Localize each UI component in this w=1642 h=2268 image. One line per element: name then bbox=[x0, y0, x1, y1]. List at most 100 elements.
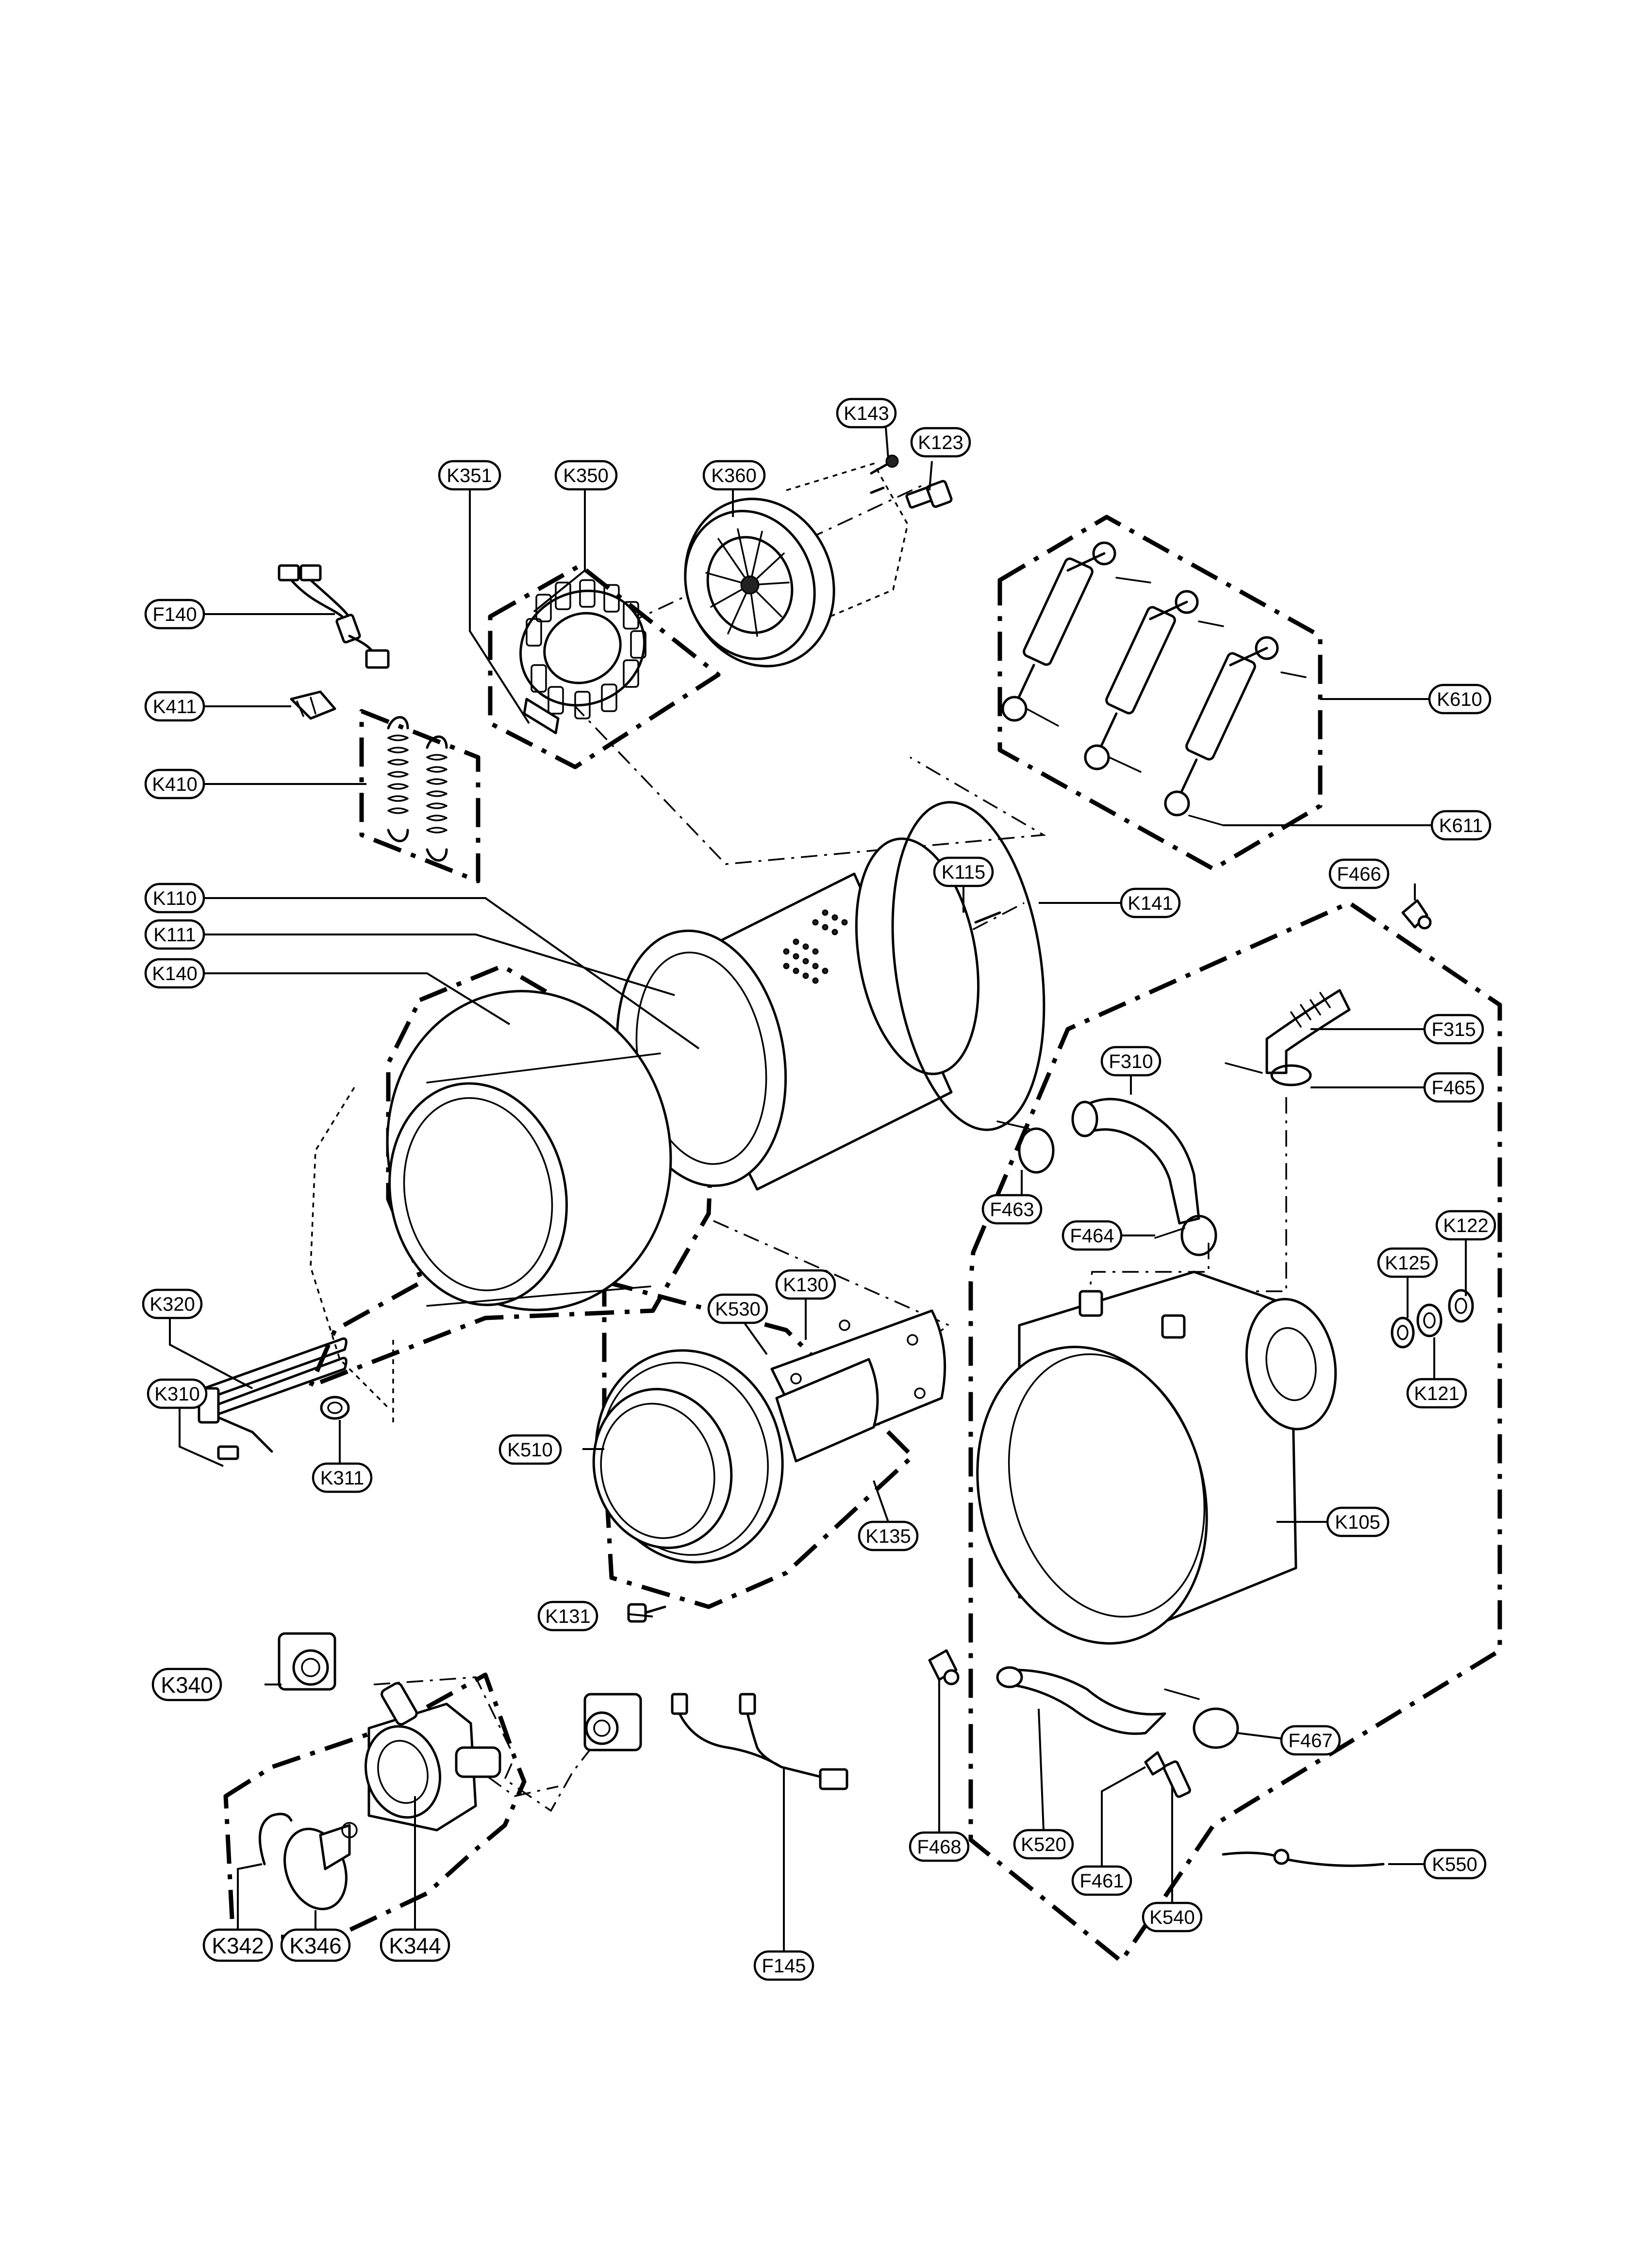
svg-text:K311: K311 bbox=[320, 1468, 364, 1489]
callout-k344: K344 bbox=[380, 1928, 450, 1962]
heater-k320 bbox=[198, 1337, 348, 1460]
svg-text:K411: K411 bbox=[153, 696, 197, 717]
callout-f315: F315 bbox=[1423, 1014, 1484, 1045]
spider-flange bbox=[770, 1309, 946, 1463]
svg-text:K141: K141 bbox=[1128, 893, 1173, 914]
wire-k550 bbox=[1222, 1849, 1385, 1867]
svg-text:F140: F140 bbox=[152, 604, 197, 625]
rotor-bolt bbox=[905, 480, 953, 509]
valve-f461 bbox=[1144, 1751, 1166, 1776]
callout-f465: F465 bbox=[1423, 1072, 1484, 1103]
callout-k351: K351 bbox=[438, 460, 501, 491]
svg-text:K125: K125 bbox=[1385, 1252, 1430, 1274]
rotor-hidden-outline bbox=[786, 462, 909, 618]
callout-k360: K360 bbox=[702, 460, 766, 491]
stator bbox=[519, 579, 647, 734]
callout-k143: K143 bbox=[836, 398, 897, 429]
svg-text:K351: K351 bbox=[447, 465, 492, 486]
svg-text:F145: F145 bbox=[762, 1955, 806, 1977]
callout-k105: K105 bbox=[1326, 1506, 1390, 1537]
callout-k550: K550 bbox=[1423, 1849, 1487, 1880]
callout-f310: F310 bbox=[1100, 1046, 1161, 1077]
group-boundary-dampers bbox=[997, 515, 1323, 871]
svg-text:K540: K540 bbox=[1149, 1907, 1194, 1928]
clamp-f463 bbox=[996, 1120, 1055, 1174]
springs-k410 bbox=[387, 716, 448, 862]
svg-text:K342: K342 bbox=[212, 1933, 264, 1958]
callout-k340: K340 bbox=[151, 1668, 222, 1701]
callout-k130: K130 bbox=[775, 1269, 836, 1300]
svg-text:K143: K143 bbox=[844, 403, 889, 424]
callout-k540: K540 bbox=[1142, 1901, 1203, 1933]
callout-k530: K530 bbox=[707, 1293, 768, 1324]
svg-text:K140: K140 bbox=[152, 963, 197, 984]
assembly-path-drum bbox=[572, 703, 1046, 865]
rotor bbox=[684, 498, 835, 667]
svg-text:F466: F466 bbox=[1337, 864, 1381, 885]
svg-text:K121: K121 bbox=[1414, 1383, 1459, 1404]
group-boundary-springs bbox=[359, 709, 481, 884]
bolt-k131 bbox=[627, 1603, 666, 1623]
svg-text:K310: K310 bbox=[154, 1384, 199, 1405]
drain-pump-motor-second bbox=[583, 1693, 642, 1751]
callout-k411: K411 bbox=[144, 691, 205, 722]
hose-f310 bbox=[1071, 1098, 1200, 1225]
callout-k310: K310 bbox=[147, 1378, 208, 1409]
svg-text:F463: F463 bbox=[990, 1199, 1034, 1220]
hose-f315 bbox=[1265, 989, 1351, 1074]
wire-harness-f145 bbox=[671, 1693, 848, 1790]
callout-f468: F468 bbox=[909, 1831, 970, 1862]
callout-f464: F464 bbox=[1061, 1220, 1123, 1251]
callout-f145: F145 bbox=[753, 1950, 814, 1981]
hose-k520 bbox=[996, 1666, 1166, 1735]
filter-cap-k346 bbox=[283, 1822, 358, 1910]
svg-text:F464: F464 bbox=[1070, 1225, 1114, 1247]
svg-text:K410: K410 bbox=[152, 774, 197, 795]
callout-f461: F461 bbox=[1071, 1865, 1132, 1896]
callout-k110: K110 bbox=[144, 883, 205, 914]
leader-lines bbox=[169, 427, 1467, 1951]
callout-k520: K520 bbox=[1013, 1829, 1074, 1860]
svg-text:K115: K115 bbox=[942, 862, 985, 883]
wire-harness-f140 bbox=[278, 564, 390, 669]
front-tub bbox=[386, 990, 672, 1311]
drum-rear-ring bbox=[891, 801, 1045, 1131]
svg-text:F468: F468 bbox=[917, 1836, 961, 1858]
filter-plug-k342 bbox=[258, 1813, 293, 1866]
callout-k342: K342 bbox=[202, 1928, 273, 1962]
callout-f463: F463 bbox=[981, 1194, 1043, 1225]
dampers-k610 bbox=[1001, 541, 1307, 826]
callout-k611: K611 bbox=[1430, 810, 1492, 841]
callout-k510: K510 bbox=[498, 1434, 562, 1465]
svg-text:K350: K350 bbox=[563, 465, 608, 486]
clamp-f464 bbox=[1154, 1215, 1217, 1256]
svg-text:K344: K344 bbox=[389, 1933, 441, 1958]
callout-k115: K115 bbox=[933, 856, 994, 887]
callout-k311: K311 bbox=[312, 1462, 373, 1493]
svg-text:K105: K105 bbox=[1335, 1512, 1380, 1533]
svg-text:K510: K510 bbox=[507, 1439, 552, 1461]
svg-text:F465: F465 bbox=[1431, 1077, 1476, 1099]
svg-text:F467: F467 bbox=[1288, 1730, 1332, 1751]
group-boundary-stator-rotor bbox=[488, 563, 721, 769]
callout-k125: K125 bbox=[1377, 1247, 1438, 1278]
svg-text:F310: F310 bbox=[1109, 1051, 1153, 1072]
svg-text:K550: K550 bbox=[1432, 1854, 1477, 1875]
callout-f140: F140 bbox=[144, 599, 205, 630]
callout-k135: K135 bbox=[858, 1520, 919, 1551]
callout-k123: K123 bbox=[910, 427, 971, 458]
svg-text:K135: K135 bbox=[865, 1526, 911, 1547]
svg-text:K131: K131 bbox=[545, 1606, 590, 1627]
callout-k320: K320 bbox=[142, 1288, 203, 1319]
callout-k121: K121 bbox=[1406, 1378, 1467, 1409]
bearing-set bbox=[1391, 1289, 1474, 1349]
clamp-f467 bbox=[1164, 1688, 1239, 1749]
svg-text:K530: K530 bbox=[715, 1299, 760, 1320]
svg-text:K122: K122 bbox=[1443, 1215, 1488, 1236]
svg-text:K320: K320 bbox=[149, 1294, 195, 1315]
svg-text:K110: K110 bbox=[153, 888, 197, 909]
callout-k610: K610 bbox=[1428, 684, 1492, 715]
sensor-k540 bbox=[1163, 1760, 1191, 1798]
assembly-path-pump bbox=[373, 1676, 608, 1812]
